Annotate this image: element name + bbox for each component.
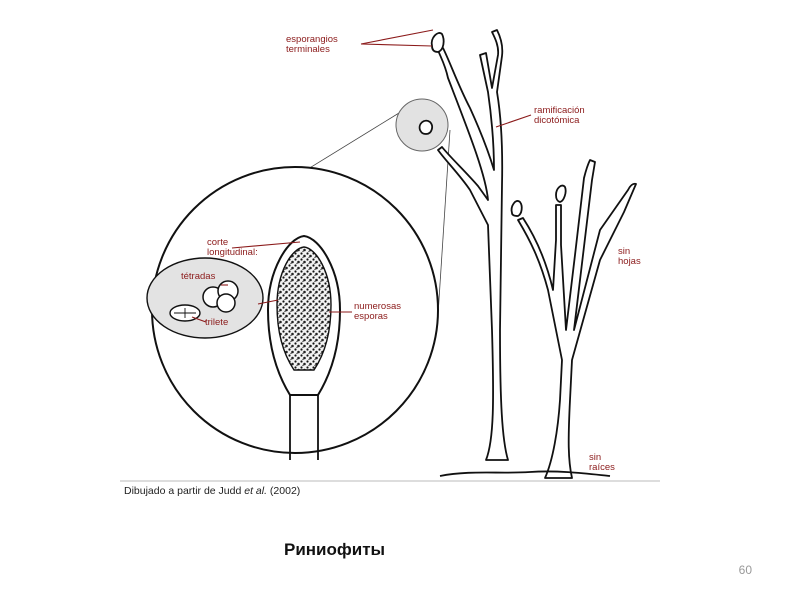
- label-tetradas: tétradas: [181, 271, 216, 282]
- secondary-plant: [510, 159, 637, 479]
- main-plant: [418, 29, 509, 461]
- slide-title: Риниофиты: [284, 540, 386, 559]
- label-dicotomica: dicotómica: [534, 115, 580, 126]
- caption-suffix: (2002): [267, 485, 300, 497]
- label-sin-raices-2: raíces: [589, 462, 615, 473]
- label-sin-raices-1: sin: [589, 452, 601, 463]
- sporangium-section: [266, 234, 342, 460]
- label-longitudinal: longitudinal:: [207, 247, 258, 258]
- label-sin-hojas-1: sin: [618, 246, 630, 257]
- label-ramificacion: ramificación: [534, 105, 585, 116]
- label-esporangios: esporangios: [286, 34, 338, 45]
- label-numerosas: numerosas: [354, 301, 401, 312]
- image-caption: Dibujado a partir de Judd et al. (2002): [124, 485, 300, 497]
- caption-italic: et al.: [244, 485, 267, 497]
- caption-prefix: Dibujado a partir de Judd: [124, 485, 244, 497]
- label-terminales: terminales: [286, 44, 330, 55]
- leader-lines: [191, 29, 532, 323]
- label-sin-hojas-2: hojas: [618, 256, 641, 267]
- label-esporas: esporas: [354, 311, 388, 322]
- label-corte: corte: [207, 237, 228, 248]
- label-trilete: trilete: [205, 317, 228, 328]
- ground-line: [439, 470, 611, 477]
- page-number: 60: [738, 563, 752, 577]
